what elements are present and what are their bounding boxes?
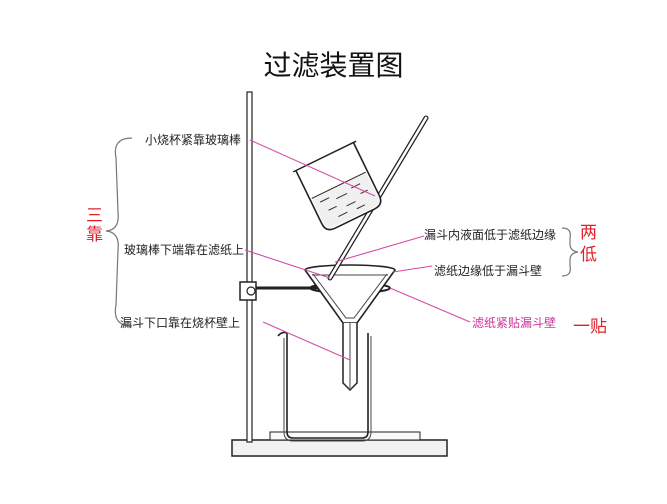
group-liang-di: 两低: [580, 223, 597, 265]
group-san-kao: 三靠: [82, 206, 102, 244]
stand-base-lip: [269, 431, 421, 441]
funnel: [304, 264, 396, 392]
label-liquid-below-paper: 漏斗内液面低于滤纸边缘: [424, 228, 557, 242]
label-paper-below-funnel: 滤纸边缘低于漏斗壁: [434, 264, 543, 278]
label-funnel-on-beaker: 漏斗下口靠在烧杯壁上: [120, 316, 241, 330]
label-rod-on-paper: 玻璃棒下端靠在滤纸上: [124, 243, 245, 257]
stand-rod: [246, 91, 253, 443]
clamp-screw: [246, 286, 256, 296]
collecting-beaker: [277, 331, 372, 442]
label-beaker-on-rod: 小烧杯紧靠玻璃棒: [145, 133, 242, 147]
page-title: 过滤装置图: [263, 49, 404, 82]
group-yi-tie: 一贴: [573, 317, 607, 337]
stand-base: [231, 439, 448, 457]
liang-di-brace: [561, 227, 579, 277]
pointer-lines: [244, 139, 471, 361]
pouring-beaker: [292, 140, 382, 231]
san-kao-brace: [105, 137, 133, 327]
label-paper-against-funnel: 滤纸紧贴漏斗壁: [472, 316, 557, 330]
